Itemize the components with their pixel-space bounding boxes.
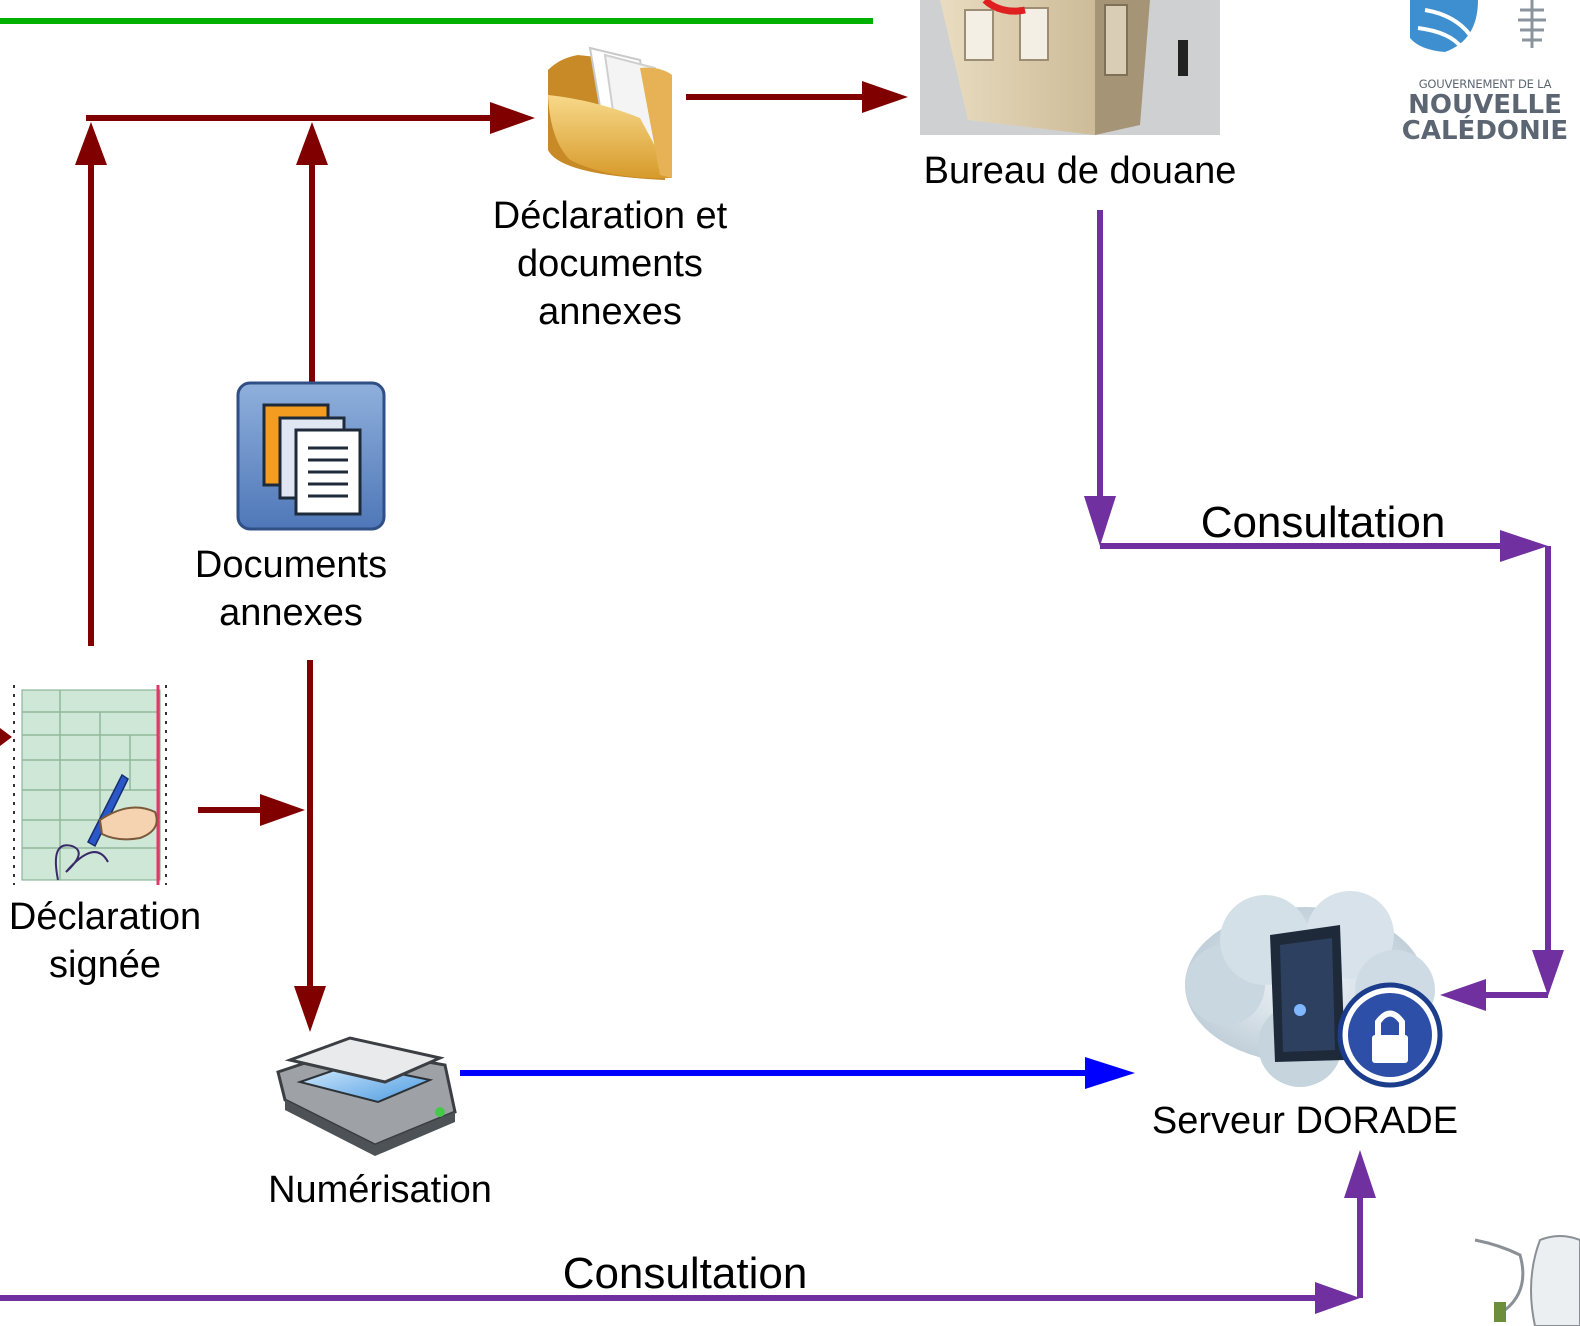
signed-form-icon	[12, 685, 168, 885]
arrowhead-right-to-junction	[260, 794, 305, 826]
arrowhead-right-to-folder	[490, 102, 535, 134]
arrowhead-down-bureau	[1084, 496, 1116, 546]
arrowhead-right-to-bureau	[862, 81, 908, 113]
consultation-flow-arrows	[0, 210, 1551, 1301]
declaration-signee-label: Déclaration signée	[8, 896, 202, 986]
arrowhead-up-left	[75, 122, 107, 165]
consultation-label-right: Consultation	[1200, 498, 1446, 547]
arrowhead-up-middle	[296, 122, 328, 165]
serveur-label: Serveur DORADE	[1151, 1100, 1459, 1142]
logo-graphic	[1410, 0, 1546, 52]
consultation-label-bottom: Consultation	[562, 1249, 808, 1298]
declaration-docs-label: Déclaration et documents annexes	[492, 195, 728, 333]
arrowhead-right-consultation	[1500, 530, 1548, 562]
documents-icon	[236, 381, 386, 531]
arrowhead-right-bottom	[1315, 1282, 1360, 1314]
arrowhead-down-to-scanner	[294, 986, 326, 1032]
bureau-label: Bureau de douane	[923, 150, 1237, 192]
arrowhead-left-server	[1440, 979, 1486, 1011]
numerisation-label: Numérisation	[268, 1169, 492, 1211]
logo-line-1: GOUVERNEMENT DE LA	[1418, 77, 1552, 91]
logo-line-2: NOUVELLE	[1408, 90, 1562, 120]
arrowhead-down-right	[1532, 950, 1564, 996]
arrowhead-up-server	[1344, 1150, 1376, 1198]
physical-flow-heads	[0, 81, 908, 1032]
arrowhead-left-edge	[0, 728, 12, 746]
scanner-icon	[276, 1036, 457, 1156]
server-icon	[1185, 891, 1443, 1088]
documents-annexes-label: Documents annexes	[194, 544, 388, 634]
arrowhead-scan-to-server	[1085, 1057, 1135, 1089]
logo-line-3: CALÉDONIE	[1401, 116, 1569, 146]
building-icon	[920, 0, 1220, 135]
physical-flow-arrows	[86, 94, 870, 990]
consultation-flow-heads	[1084, 496, 1564, 1314]
mouse-icon	[1474, 1235, 1580, 1326]
folder-icon	[548, 46, 672, 180]
